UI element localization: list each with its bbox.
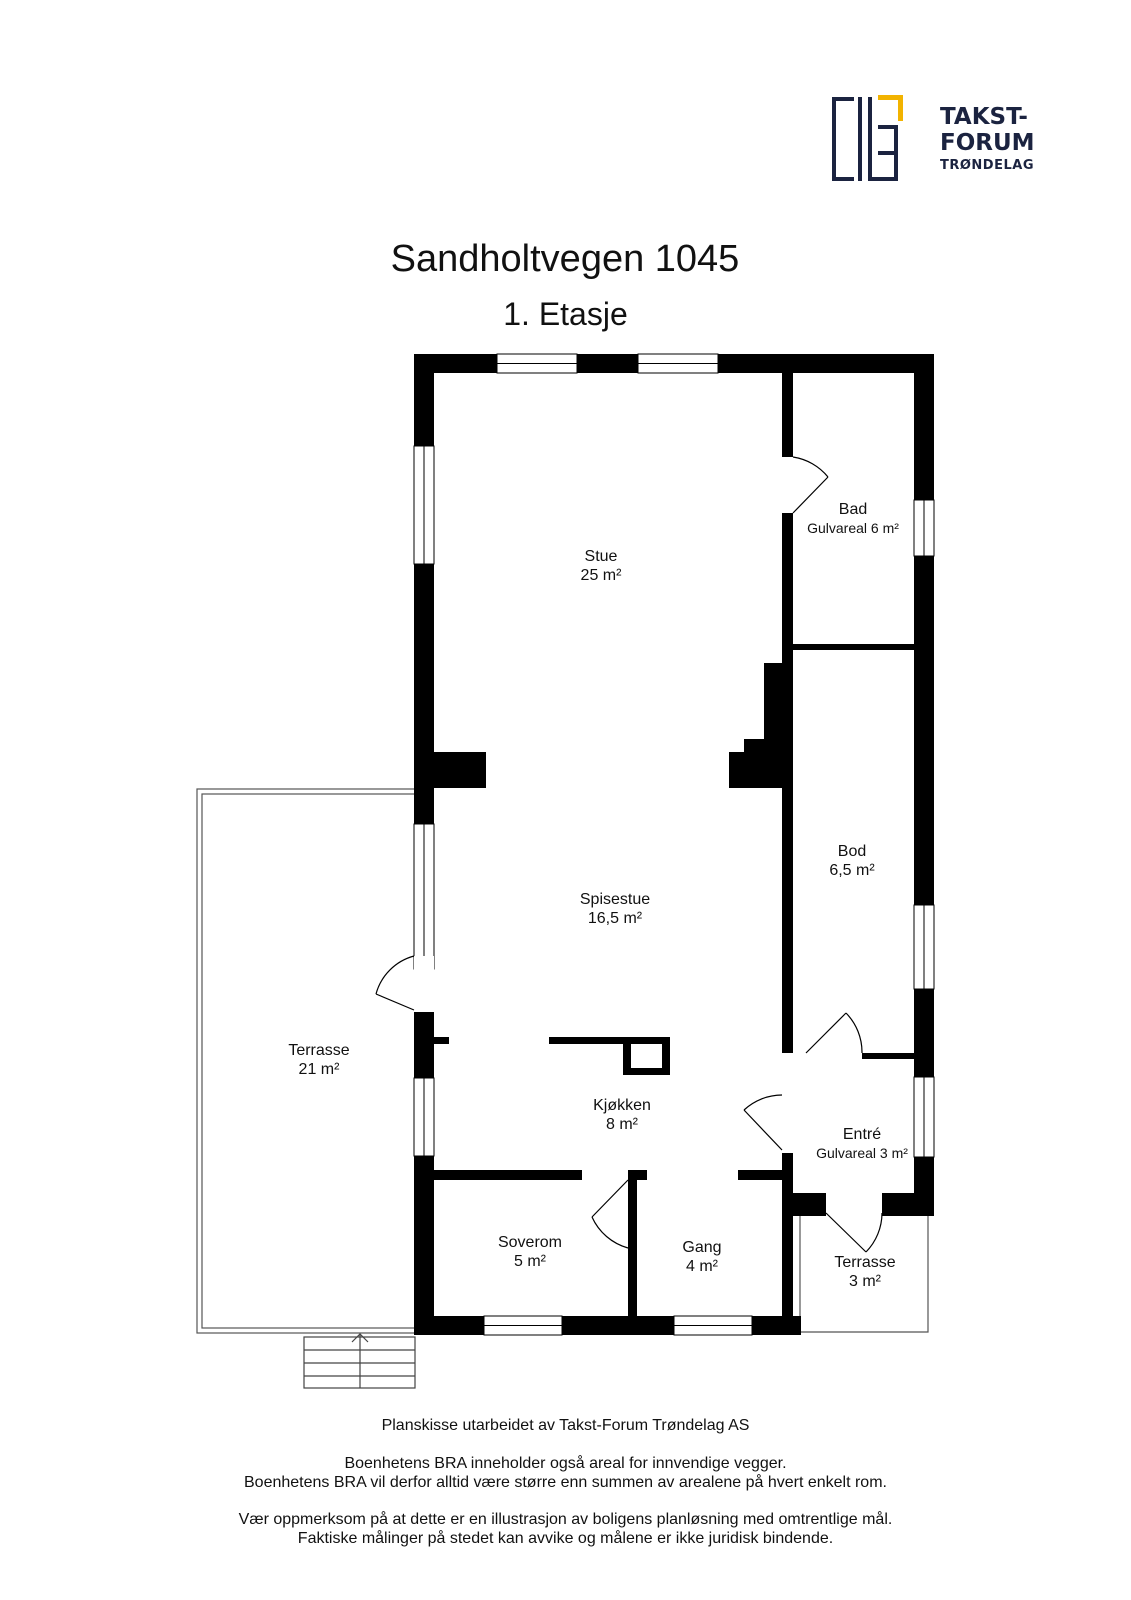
room-area: 8 m²	[605, 1116, 638, 1133]
room-name: Bad	[838, 501, 868, 518]
room-name: Terrasse	[834, 1254, 896, 1271]
terrace-right-outline	[799, 1210, 929, 1333]
plan-title: Sandholtvegen 1045	[390, 238, 740, 280]
room-area: 25 m²	[580, 567, 622, 584]
note-disclaimer-2: Faktiske målinger på stedet kan avvike o…	[297, 1530, 834, 1547]
stairs	[303, 1333, 416, 1389]
room-name: Spisestue	[579, 891, 651, 908]
room-area: 6,5 m²	[829, 862, 875, 879]
doors	[375, 456, 883, 1253]
note-credit: Planskisse utarbeidet av Takst-Forum Trø…	[381, 1417, 750, 1434]
room-area: Gulvareal 6 m²	[807, 520, 899, 536]
room-label-bad: Bad Gulvareal 6 m²	[807, 500, 899, 538]
takst-forum-logo	[832, 95, 903, 181]
room-label-stue: Stue 25 m²	[581, 547, 622, 585]
logo-text-line2: FORUM	[940, 130, 1035, 156]
room-name: Stue	[584, 548, 618, 565]
windows	[413, 353, 935, 1336]
room-label-terrasse-right: Terrasse 3 m²	[834, 1253, 895, 1291]
room-label-soverom: Soverom 5 m²	[498, 1233, 562, 1271]
room-name: Bod	[837, 843, 867, 860]
logo-text-line3: TRØNDELAG	[940, 158, 1034, 173]
room-label-entre: Entré Gulvareal 3 m²	[816, 1125, 908, 1163]
room-label-gang: Gang 4 m²	[682, 1238, 721, 1276]
room-name: Soverom	[497, 1234, 563, 1251]
room-label-spisestue: Spisestue 16,5 m²	[580, 890, 650, 928]
room-area: Gulvareal 3 m²	[816, 1145, 908, 1161]
room-name: Entré	[842, 1126, 882, 1143]
room-name: Kjøkken	[593, 1097, 651, 1114]
note-bra-2: Boenhetens BRA vil derfor alltid være st…	[244, 1474, 887, 1491]
room-area: 21 m²	[298, 1061, 340, 1078]
floor-subtitle: 1. Etasje	[503, 296, 628, 332]
room-area: 16,5 m²	[587, 910, 643, 927]
room-label-bod: Bod 6,5 m²	[829, 842, 874, 880]
note-bra-1: Boenhetens BRA inneholder også areal for…	[344, 1455, 787, 1472]
room-area: 3 m²	[848, 1273, 881, 1290]
note-disclaimer-1: Vær oppmerksom på at dette er en illustr…	[238, 1511, 893, 1528]
room-label-terrasse-left: Terrasse 21 m²	[288, 1041, 349, 1079]
room-area: 4 m²	[685, 1258, 718, 1275]
logo-text-line1: TAKST-	[940, 104, 1028, 130]
room-label-kjokken: Kjøkken 8 m²	[593, 1096, 651, 1134]
room-area: 5 m²	[514, 1253, 546, 1270]
room-name: Terrasse	[288, 1042, 350, 1059]
room-name: Gang	[682, 1239, 722, 1256]
